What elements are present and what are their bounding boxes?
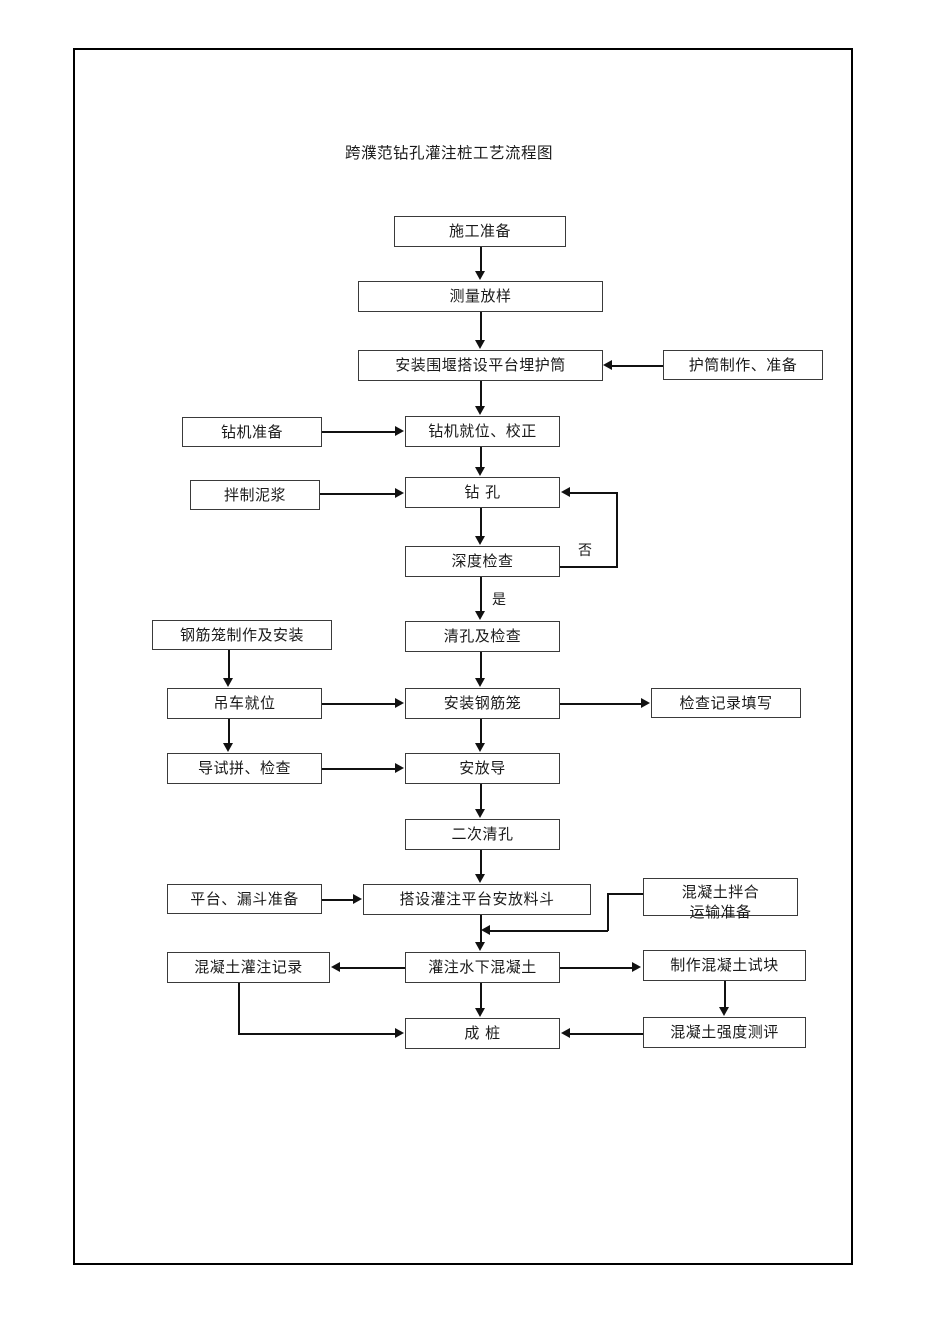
edge-pour-to-pourrecord: [340, 967, 405, 969]
arrowhead-drillpos-to-drilling: [475, 467, 485, 476]
edge-label-yes: 是: [492, 592, 506, 608]
node-depth-inspection: 深度检查: [405, 546, 560, 577]
node-survey-setting-out: 测量放样: [358, 281, 603, 312]
node-hole-cleaning-inspection: 清孔及检查: [405, 621, 560, 652]
node-crane-positioning: 吊车就位: [167, 688, 322, 719]
edge-mud-to-drilling: [320, 493, 396, 495]
node-concrete-pouring-record: 混凝土灌注记录: [167, 952, 330, 983]
arrowhead-pour-to-pile: [475, 1008, 485, 1017]
arrowhead-cofferdam-to-drillpos: [475, 406, 485, 415]
arrowhead-pourrecord-to-pile: [395, 1028, 404, 1038]
arrowhead-crane-to-tremietrial: [223, 743, 233, 752]
edge-secondclean-to-platform: [480, 850, 482, 874]
node-completed-pile: 成 桩: [405, 1018, 560, 1049]
concrete-mixing-line-1: 混凝土拌合: [681, 883, 760, 901]
node-inspection-record-filling: 检查记录填写: [651, 688, 801, 718]
edge-drilling-to-depth: [480, 508, 482, 536]
edge-mixing-down: [607, 893, 609, 931]
arrowhead-mud-to-drilling: [395, 488, 404, 498]
node-casing-fabrication-preparation: 护筒制作、准备: [663, 350, 823, 380]
edge-pour-to-testblocks: [560, 967, 633, 969]
edge-drillpos-to-drilling: [480, 447, 482, 467]
arrowhead-pour-to-pourrecord: [331, 962, 340, 972]
page-border-frame: [73, 48, 853, 1265]
edge-mixing-exit-left: [607, 893, 644, 895]
arrowhead-survey-to-cofferdam: [475, 340, 485, 349]
arrowhead-cleaning-to-cage: [475, 678, 485, 687]
edge-cofferdam-to-drillpos: [480, 381, 482, 407]
edge-tremietrial-to-placetremie: [322, 768, 396, 770]
edge-platform-to-pour: [480, 915, 482, 942]
arrowhead-hopperprep-to-platform: [353, 894, 362, 904]
arrowhead-pour-to-testblocks: [632, 962, 641, 972]
node-concrete-mixing-transport-preparation: 混凝土拌合 运输准备: [643, 878, 798, 921]
node-mud-mixing: 拌制泥浆: [190, 480, 320, 510]
edge-prep-to-survey: [480, 247, 482, 272]
node-tremie-trial-assembly-inspection: 导试拼、检查: [167, 753, 322, 784]
node-pour-underwater-concrete: 灌注水下混凝土: [405, 952, 560, 983]
concrete-mixing-line-2: 运输准备: [689, 903, 752, 922]
edge-mixing-to-trunk: [489, 930, 608, 932]
arrowhead-drillprep-to-drillpos: [395, 426, 404, 436]
arrowhead-mixing-to-trunk: [481, 925, 490, 935]
edge-no-loop-vertical: [616, 492, 618, 568]
edge-crane-to-cage: [322, 703, 396, 705]
edge-no-loop-bottom: [560, 566, 618, 568]
edge-drillprep-to-drillpos: [322, 431, 396, 433]
edge-crane-to-tremietrial: [228, 719, 230, 743]
edge-casing-to-cofferdam: [612, 365, 663, 367]
node-construction-preparation: 施工准备: [394, 216, 566, 247]
node-place-tremie: 安放导: [405, 753, 560, 784]
arrowhead-testblocks-to-strength: [719, 1007, 729, 1016]
node-drilling: 钻 孔: [405, 477, 560, 508]
edge-pourrecord-down: [238, 983, 240, 1034]
edge-no-loop-top: [570, 492, 618, 494]
edge-pourrecord-to-pile: [238, 1033, 396, 1035]
edge-strength-to-pile: [570, 1033, 643, 1035]
edge-label-no: 否: [578, 543, 592, 559]
arrowhead-placetremie-to-secondclean: [475, 809, 485, 818]
node-make-concrete-test-blocks: 制作混凝土试块: [643, 950, 806, 981]
arrowhead-platform-to-pour: [475, 942, 485, 951]
node-second-hole-cleaning: 二次清孔: [405, 819, 560, 850]
arrowhead-drilling-to-depth: [475, 536, 485, 545]
arrowhead-secondclean-to-platform: [475, 874, 485, 883]
edge-placetremie-to-secondclean: [480, 784, 482, 809]
node-install-rebar-cage: 安装钢筋笼: [405, 688, 560, 719]
edge-survey-to-cofferdam: [480, 312, 482, 341]
arrowhead-cage-to-placetremie: [475, 743, 485, 752]
node-drill-positioning-alignment: 钻机就位、校正: [405, 416, 560, 447]
node-drill-rig-preparation: 钻机准备: [182, 417, 322, 447]
edge-cage-to-record: [560, 703, 642, 705]
edge-testblocks-to-strength: [724, 981, 726, 1007]
arrowhead-strength-to-pile: [561, 1028, 570, 1038]
edge-cagefab-to-crane: [228, 650, 230, 678]
arrowhead-prep-to-survey: [475, 271, 485, 280]
edge-depth-to-cleaning: [480, 577, 482, 611]
arrowhead-cage-to-record: [641, 698, 650, 708]
edge-pour-to-pile: [480, 983, 482, 1008]
node-install-cofferdam-platform-casing: 安装围堰搭设平台埋护筒: [358, 350, 603, 381]
arrowhead-casing-to-cofferdam: [603, 360, 612, 370]
arrowhead-crane-to-cage: [395, 698, 404, 708]
arrowhead-no-loop-to-drilling: [561, 487, 570, 497]
node-platform-hopper-preparation: 平台、漏斗准备: [167, 884, 322, 914]
arrowhead-cagefab-to-crane: [223, 678, 233, 687]
edge-cleaning-to-cage: [480, 652, 482, 678]
node-concrete-strength-evaluation: 混凝土强度测评: [643, 1017, 806, 1048]
edge-cage-to-placetremie: [480, 719, 482, 743]
page-title: 跨濮范钻孔灌注桩工艺流程图: [345, 144, 554, 162]
node-rebar-cage-fabrication-installation: 钢筋笼制作及安装: [152, 620, 332, 650]
edge-hopperprep-to-platform: [322, 899, 354, 901]
arrowhead-depth-to-cleaning: [475, 611, 485, 620]
node-build-pouring-platform-place-hopper: 搭设灌注平台安放料斗: [363, 884, 591, 915]
arrowhead-tremietrial-to-placetremie: [395, 763, 404, 773]
